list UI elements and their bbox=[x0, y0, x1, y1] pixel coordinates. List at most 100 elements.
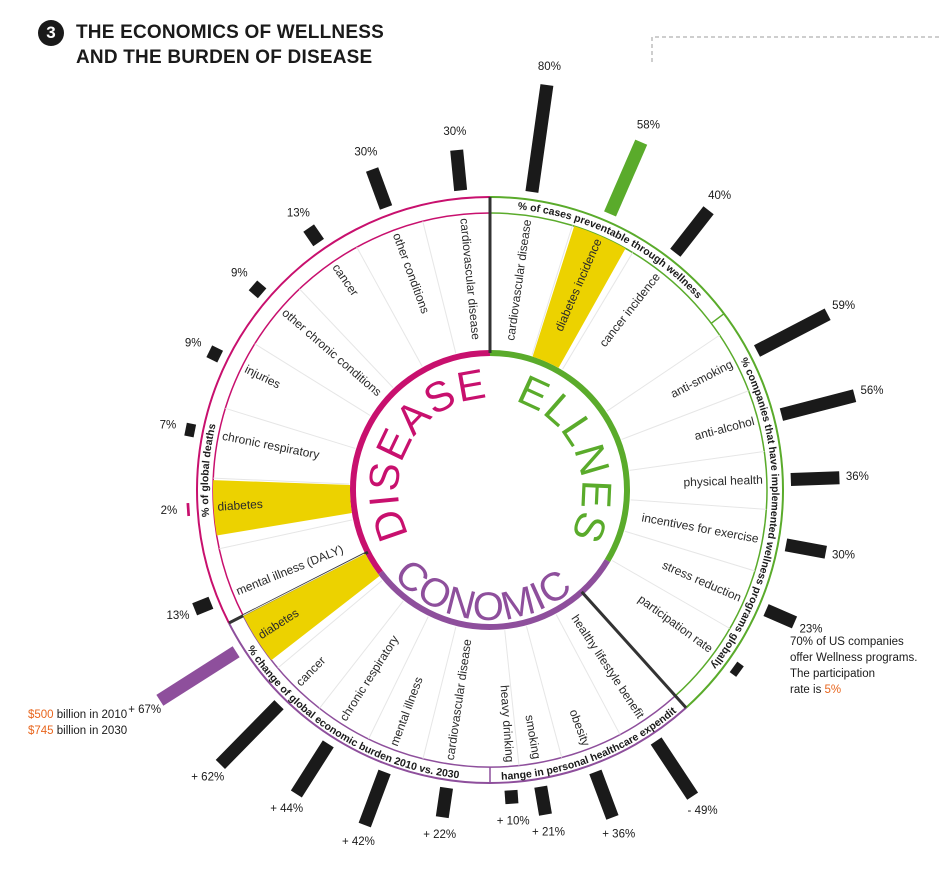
item-label: smoking bbox=[522, 714, 543, 760]
participation-rate-value: 5% bbox=[824, 684, 842, 696]
note-line: $500 billion in 2010 bbox=[28, 707, 127, 723]
bar-value-label: 36% bbox=[846, 471, 869, 483]
note-line: The participation bbox=[790, 668, 876, 680]
item-separator bbox=[319, 600, 404, 709]
note-line: $745 billion in 2030 bbox=[28, 723, 127, 739]
item-separator bbox=[368, 616, 429, 740]
item-separator bbox=[611, 560, 731, 629]
bar bbox=[192, 596, 214, 616]
bar-value-label: + 10% bbox=[497, 816, 530, 828]
center-label-text: WELLNESS bbox=[0, 0, 620, 550]
bar-value-label: 30% bbox=[832, 550, 855, 562]
bar bbox=[365, 167, 393, 210]
item-label-group: injuries bbox=[243, 362, 283, 391]
item-separator bbox=[213, 477, 350, 485]
bar-value-label: 23% bbox=[800, 624, 823, 636]
bar bbox=[589, 769, 619, 820]
bar-value-label: + 67% bbox=[128, 704, 161, 716]
bar-value-label: 2% bbox=[161, 505, 178, 517]
bar bbox=[450, 149, 468, 192]
bar bbox=[790, 471, 840, 486]
item-separator bbox=[624, 530, 756, 572]
note-suffix: billion in 2010 bbox=[53, 709, 128, 721]
bar-value-label: 40% bbox=[708, 190, 731, 202]
item-label-group: participation rate bbox=[635, 592, 715, 656]
page-title: THE ECONOMICS OF WELLNESS AND THE BURDEN… bbox=[76, 20, 384, 70]
core-ring-arc bbox=[378, 559, 611, 630]
bar-value-label: 30% bbox=[443, 126, 466, 138]
item-label-group: diabetes bbox=[217, 497, 263, 514]
item-label: cancer bbox=[293, 654, 328, 690]
bar bbox=[435, 786, 453, 819]
bar bbox=[534, 785, 552, 816]
item-label: mental illness bbox=[387, 675, 426, 748]
note-line: offer Wellness programs. bbox=[790, 652, 918, 664]
item-label-group: other conditions bbox=[390, 231, 432, 315]
item-separator bbox=[531, 225, 573, 356]
note-prefix: rate is bbox=[790, 684, 825, 696]
title-line-1: THE ECONOMICS OF WELLNESS bbox=[76, 22, 384, 43]
item-separator bbox=[621, 390, 749, 440]
item-label-group: obesity bbox=[567, 707, 593, 748]
bar bbox=[303, 224, 324, 247]
bar-value-label: 58% bbox=[637, 120, 660, 132]
note-suffix: billion in 2030 bbox=[53, 725, 128, 737]
item-label-group: incentives for exercise bbox=[641, 510, 761, 545]
item-separator bbox=[606, 334, 720, 412]
bar-value-label: 9% bbox=[231, 268, 248, 280]
item-label: physical health bbox=[683, 473, 763, 490]
item-separator bbox=[225, 407, 356, 449]
item-label: anti-alcohol bbox=[693, 414, 756, 443]
bar bbox=[504, 789, 519, 805]
value-2030: $745 bbox=[28, 725, 54, 737]
bar-value-label: + 62% bbox=[191, 771, 224, 783]
item-separator bbox=[356, 246, 423, 367]
item-separator bbox=[504, 630, 520, 766]
bar bbox=[525, 84, 554, 193]
group-title: % change in personal healthcare expendit… bbox=[0, 0, 679, 783]
bar bbox=[784, 538, 827, 559]
note-line: 70% of US companies bbox=[790, 636, 904, 648]
outer-ring-arc bbox=[196, 196, 491, 624]
item-label: stress reduction bbox=[660, 558, 743, 605]
item-label: incentives for exercise bbox=[641, 510, 761, 545]
bar bbox=[156, 646, 240, 706]
bar-value-label: + 36% bbox=[602, 828, 635, 840]
item-label-group: cardiovascular disease bbox=[503, 218, 534, 341]
item-separator bbox=[242, 553, 365, 616]
core-ring-arc bbox=[489, 350, 630, 563]
item-separator bbox=[219, 519, 353, 550]
outer-ring-arc bbox=[228, 622, 687, 784]
item-label: cardiovascular disease bbox=[457, 218, 483, 341]
item-label-group: stress reduction bbox=[660, 558, 743, 605]
bar bbox=[290, 740, 334, 798]
item-label: heavy drinking bbox=[497, 685, 516, 763]
note-line: rate is 5% bbox=[790, 682, 917, 698]
bar-value-label: + 21% bbox=[532, 826, 565, 838]
bar bbox=[763, 604, 798, 629]
item-separator bbox=[422, 221, 457, 354]
section-number-badge: 3 bbox=[38, 20, 64, 46]
highlight-wedge bbox=[532, 226, 626, 368]
item-separator bbox=[630, 499, 767, 510]
item-label: chronic respiratory bbox=[221, 429, 321, 462]
item-label-group: smoking bbox=[522, 714, 543, 760]
header: 3 THE ECONOMICS OF WELLNESS AND THE BURD… bbox=[38, 20, 384, 70]
item-label: healthy lifestyle benefit bbox=[569, 612, 648, 722]
bar-value-label: 56% bbox=[861, 385, 884, 397]
bar bbox=[729, 661, 744, 677]
bar bbox=[779, 389, 857, 421]
item-label: diabetes bbox=[217, 497, 263, 514]
bar bbox=[206, 345, 224, 363]
bar-value-label: + 44% bbox=[270, 803, 303, 815]
item-label-group: mental illness bbox=[387, 675, 426, 748]
bar-value-label: + 22% bbox=[423, 829, 456, 841]
item-label-group: cancer bbox=[330, 261, 362, 299]
item-label-group: chronic respiratory bbox=[337, 633, 402, 724]
bar bbox=[650, 737, 699, 800]
item-label: injuries bbox=[243, 362, 283, 391]
item-label: cardiovascular disease bbox=[443, 638, 475, 761]
center-label-wellness: WELLNESS bbox=[0, 0, 621, 550]
title-line-2: AND THE BURDEN OF DISEASE bbox=[76, 47, 373, 68]
